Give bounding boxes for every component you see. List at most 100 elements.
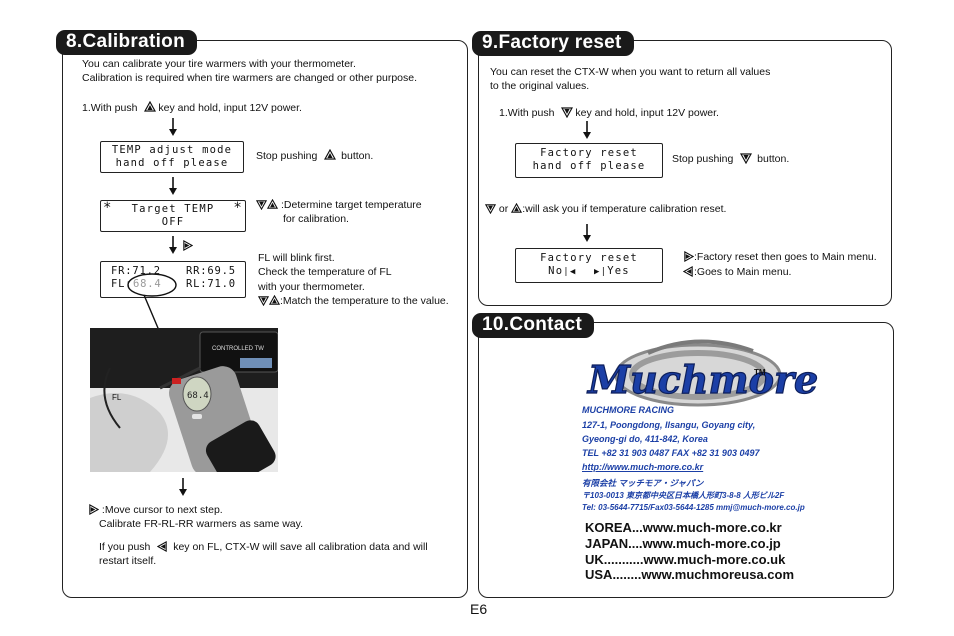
factory-lcd-reset: Factory reset hand off please <box>515 143 663 178</box>
save-post: key on FL, CTX-W will save all calibrati… <box>173 541 427 553</box>
lcd-no: No <box>548 265 563 277</box>
save-pre: If you push <box>99 541 150 553</box>
down-key-icon <box>485 203 496 214</box>
url-uk[interactable]: UK...........www.much-more.co.uk <box>585 552 785 567</box>
calibration-blink-line4: :Match the temperature to the value. <box>258 295 449 308</box>
determine-line1: :Determine target temperature <box>281 199 422 211</box>
calibration-step1-pre: 1.With push <box>82 102 137 114</box>
factory-stop-pushing: Stop pushing button. <box>672 152 789 166</box>
photo-display-value: 68.4 <box>187 391 209 401</box>
calibration-determine: :Determine target temperature <box>256 199 422 212</box>
blink-line4-text: :Match the temperature to the value. <box>280 295 449 307</box>
stop-pre: Stop pushing <box>256 150 317 162</box>
thermometer-photo-illustration: CONTROLLED TW 68.4 FL <box>90 328 278 472</box>
lcd-star-left: * <box>103 202 113 215</box>
lcd-left-marker: |◀ <box>563 267 576 277</box>
factory-right-action: :Factory reset then goes to Main menu. <box>683 251 877 264</box>
factory-stop-post: button. <box>757 153 789 165</box>
logo-text: Muchmore <box>586 357 818 402</box>
photo-fl-label: FL <box>112 393 122 402</box>
calibration-next-line2: Calibrate FR-RL-RR warmers as same way. <box>99 518 303 531</box>
left-key-icon <box>157 541 168 552</box>
down-key-icon <box>256 199 267 210</box>
calibration-next-step: :Move cursor to next step. <box>88 504 223 517</box>
right-key-icon <box>182 240 193 251</box>
lcd-line: hand off please <box>516 160 662 173</box>
lcd-line: hand off please <box>101 157 243 170</box>
url-usa[interactable]: USA........www.muchmoreusa.com <box>585 567 794 582</box>
factory-ask-post: :will ask you if temperature calibration… <box>522 203 726 215</box>
factory-reset-title: 9.Factory reset <box>472 31 634 56</box>
factory-right-text: :Factory reset then goes to Main menu. <box>694 251 877 263</box>
calibration-determine-line2: for calibration. <box>283 213 349 226</box>
stop-post: button. <box>341 150 373 162</box>
arrow-down-icon <box>582 224 592 242</box>
lcd-yes: Yes <box>607 265 630 277</box>
factory-left-text: :Goes to Main menu. <box>694 266 791 278</box>
lcd-right-marker: ▶| <box>594 267 607 277</box>
lcd-line: TEMP adjust mode <box>101 144 243 157</box>
logo-tm: TM <box>754 368 766 377</box>
url-korea[interactable]: KOREA...www.much-more.co.kr <box>585 520 782 535</box>
calibration-step1: 1.With push key and hold, input 12V powe… <box>82 101 302 115</box>
calibration-intro-line2: Calibration is required when tire warmer… <box>82 72 417 85</box>
arrow-down-icon <box>178 478 188 496</box>
factory-step1-pre: 1.With push <box>499 107 554 119</box>
arrow-down-icon <box>168 177 178 195</box>
lcd-line: Factory reset <box>516 147 662 160</box>
calibration-lcd-temp-adjust: TEMP adjust mode hand off please <box>100 141 244 173</box>
factory-step1-post: key and hold, input 12V power. <box>575 107 719 119</box>
factory-lcd-confirm: Factory reset No|◀ ▶|Yes <box>515 248 663 283</box>
calibration-save: If you push key on FL, CTX-W will save a… <box>99 541 428 554</box>
contact-address-1: 127-1, Poongdong, Ilsangu, Goyang city, <box>582 420 755 430</box>
factory-intro-line2: to the original values. <box>490 80 589 93</box>
calibration-step1-post: key and hold, input 12V power. <box>158 102 302 114</box>
calibration-blink-line1: FL will blink first. <box>258 252 335 265</box>
arrow-down-icon <box>582 121 592 139</box>
contact-company: MUCHMORE RACING <box>582 405 674 415</box>
contact-web[interactable]: http://www.much-more.co.kr <box>582 462 703 472</box>
factory-step1: 1.With push key and hold, input 12V powe… <box>499 106 719 120</box>
up-key-icon <box>267 199 278 210</box>
down-key-icon <box>561 106 573 118</box>
down-key-icon <box>258 295 269 306</box>
factory-ask: or :will ask you if temperature calibrat… <box>485 203 726 216</box>
calibration-title: 8.Calibration <box>56 30 197 55</box>
up-key-icon <box>511 203 522 214</box>
up-key-icon <box>269 295 280 306</box>
lcd-choice-row: No|◀ ▶|Yes <box>516 265 662 279</box>
calibration-blink-line2: Check the temperature of FL <box>258 266 392 279</box>
calibration-stop-pushing: Stop pushing button. <box>256 149 373 163</box>
up-key-icon <box>324 149 336 161</box>
url-japan[interactable]: JAPAN....www.much-more.co.jp <box>585 536 781 551</box>
arrow-down-icon <box>168 236 178 254</box>
contact-jp-company: 有限会社 マッチモア・ジャパン <box>582 477 703 489</box>
contact-address-2: Gyeong-gi do, 411-842, Korea <box>582 434 708 444</box>
factory-intro-line1: You can reset the CTX-W when you want to… <box>490 66 770 79</box>
calibration-blink-line3: with your thermometer. <box>258 281 365 294</box>
lcd-star-right: * <box>233 202 243 215</box>
arrow-down-icon <box>168 118 178 136</box>
lcd-line: Factory reset <box>516 252 662 265</box>
right-key-icon <box>683 251 694 262</box>
up-key-icon <box>144 101 156 113</box>
factory-stop-pre: Stop pushing <box>672 153 733 165</box>
factory-ask-mid: or <box>499 203 508 215</box>
svg-text:CONTROLLED TW: CONTROLLED TW <box>212 346 264 352</box>
contact-tel-fax: TEL +82 31 903 0487 FAX +82 31 903 0497 <box>582 448 759 458</box>
lcd-line: Target TEMP <box>101 203 245 216</box>
right-key-icon <box>88 504 99 515</box>
contact-title: 10.Contact <box>472 313 594 338</box>
contact-jp-address: 〒103-0013 東京都中央区日本橋人形町3-8-8 人形ビル2F <box>582 490 784 501</box>
thermometer-photo: CONTROLLED TW 68.4 FL <box>90 328 278 472</box>
calibration-lcd-target-temp: * * Target TEMP OFF <box>100 200 246 232</box>
left-key-icon <box>683 266 694 277</box>
down-key-icon <box>740 152 752 164</box>
calibration-save-line2: restart itself. <box>99 555 156 568</box>
page-number: E6 <box>470 601 487 617</box>
factory-left-action: :Goes to Main menu. <box>683 266 791 279</box>
contact-jp-tel: Tel: 03-5644-7715/Fax03-5644-1285 mmj@mu… <box>582 503 805 512</box>
lcd-line: OFF <box>101 216 245 229</box>
next-line1: :Move cursor to next step. <box>102 504 223 516</box>
calibration-intro-line1: You can calibrate your tire warmers with… <box>82 58 356 71</box>
